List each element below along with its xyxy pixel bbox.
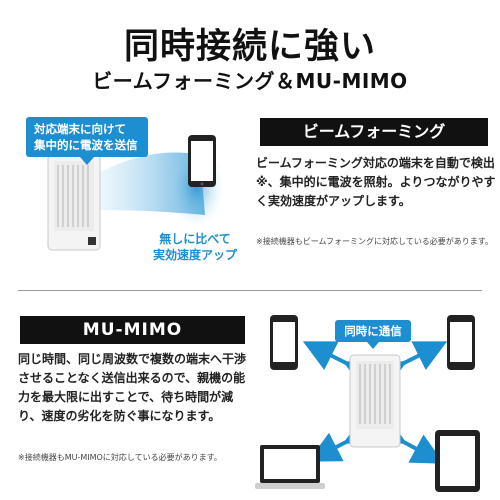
beamforming-callout: 対応端末に向けて 集中的に電波を送信 bbox=[26, 117, 148, 165]
laptop-icon bbox=[255, 445, 325, 489]
beamforming-note: ※接続機器もビームフォーミングに対応している必要があります。 bbox=[256, 237, 493, 246]
tablet-icon bbox=[435, 430, 480, 492]
mumimo-note: ※接続機器もMU-MIMOに対応している必要があります。 bbox=[18, 453, 222, 462]
smartphone-right-icon bbox=[447, 315, 475, 370]
headline: 同時接続に強い bbox=[123, 27, 376, 67]
mumimo-callout: 同時に通信 bbox=[335, 320, 411, 349]
arrow-to-tablet bbox=[371, 414, 445, 464]
mumimo-label: MU-MIMO bbox=[20, 316, 245, 344]
section-divider bbox=[18, 290, 482, 291]
beamforming-body: ビームフォーミング対応の端末を自動で検出※、集中的に電波を照射。よりつながりやす… bbox=[256, 156, 496, 208]
beamforming-caption: 無しに比べて 実効速度アップ bbox=[152, 232, 237, 262]
arrow-to-phone-right bbox=[371, 341, 448, 391]
mumimo-illustration: 同時に通信 bbox=[255, 300, 500, 500]
subheadline: ビームフォーミング＆MU-MIMO bbox=[92, 69, 408, 93]
router-icon bbox=[349, 354, 401, 448]
beamforming-label: ビームフォーミング bbox=[260, 118, 488, 146]
arrow-to-laptop bbox=[307, 414, 379, 462]
smartphone-left-icon bbox=[270, 315, 298, 370]
arrow-to-phone-left bbox=[302, 341, 379, 391]
smartphone-icon bbox=[188, 135, 216, 187]
beamforming-illustration: 対応端末に向けて 集中的に電波を送信 無しに比べて 実効速度アップ bbox=[0, 105, 250, 280]
mumimo-body: 同じ時間、同じ周波数で複数の端末へ干渉させることなく送信出来るので、親機の能力を… bbox=[18, 352, 247, 423]
router-icon bbox=[47, 154, 101, 251]
